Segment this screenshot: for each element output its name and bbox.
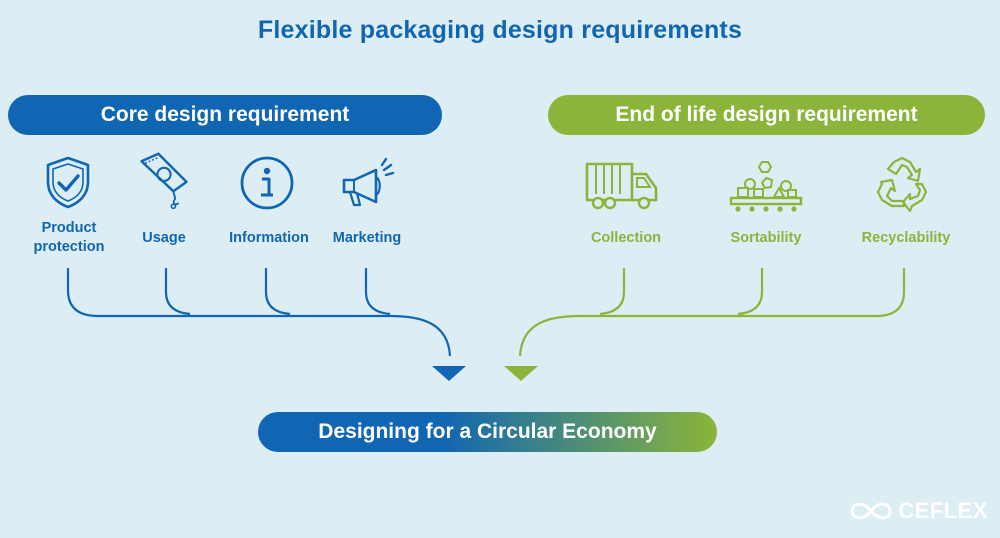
circular-economy-banner: Designing for a Circular Economy <box>258 412 717 452</box>
conveyor-icon <box>729 161 803 212</box>
core-flow-lines <box>66 268 452 357</box>
core-requirement-label: Core design requirement <box>100 103 350 126</box>
shield-check-icon <box>46 156 90 209</box>
ceflex-logo: CEFLEX <box>848 498 988 524</box>
usage-label: Usage <box>142 230 186 246</box>
sortability-label: Sortability <box>730 230 802 246</box>
diagram-title: Flexible packaging design requirements <box>257 16 743 44</box>
truck-icon <box>585 162 658 210</box>
logo-text: CEFLEX <box>898 498 988 523</box>
megaphone-icon <box>342 157 395 207</box>
infinity-icon <box>850 502 892 520</box>
core-arrow-head <box>432 366 466 381</box>
core-requirement-banner: Core design requirement <box>8 95 442 135</box>
product-protection-label: Product protection <box>22 219 116 257</box>
recycle-icon <box>876 156 928 213</box>
end-of-life-requirement-banner: End of life design requirement <box>548 95 985 135</box>
marketing-label: Marketing <box>332 230 402 246</box>
pouch-icon <box>140 152 188 210</box>
info-icon <box>240 156 294 210</box>
product-protection-line2: protection <box>33 239 105 255</box>
information-label: Information <box>229 230 309 246</box>
collection-label: Collection <box>590 230 662 246</box>
product-protection-line1: Product <box>41 220 97 236</box>
end-of-life-requirement-label: End of life design requirement <box>615 103 918 126</box>
circular-economy-label: Designing for a Circular Economy <box>318 420 657 443</box>
eol-arrow-head <box>504 366 538 381</box>
eol-flow-lines <box>518 268 906 357</box>
recyclability-label: Recyclability <box>861 230 951 246</box>
